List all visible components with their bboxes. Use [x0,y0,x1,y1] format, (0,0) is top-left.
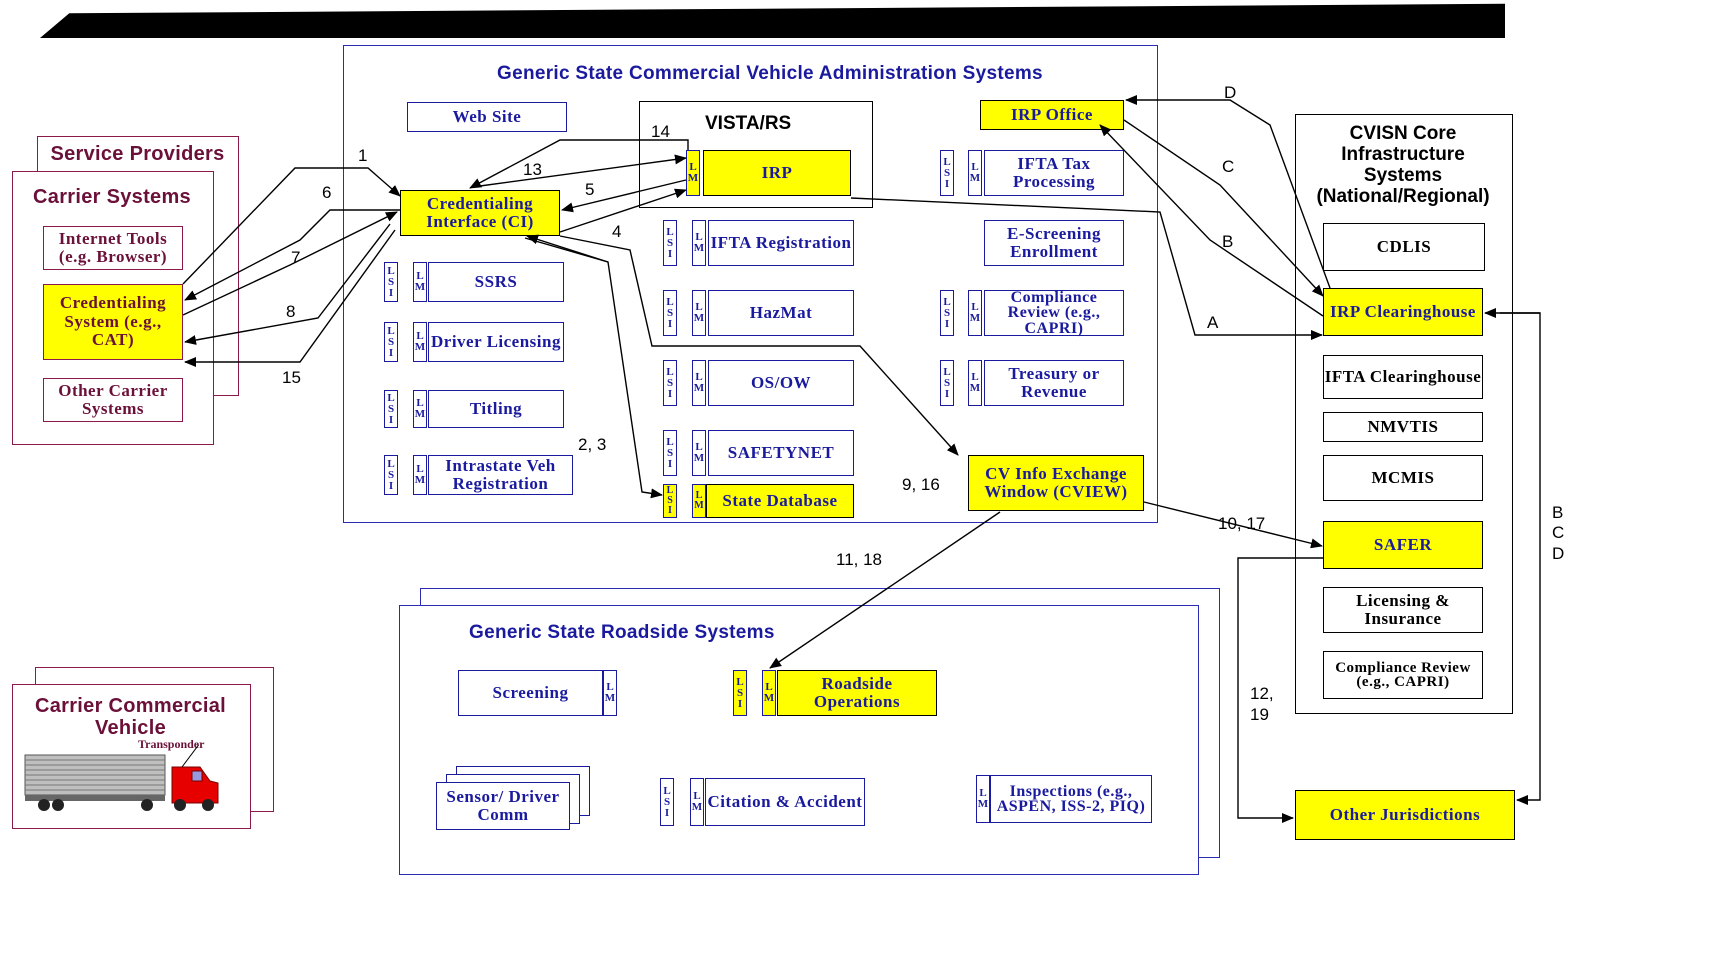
flow-7 [183,212,397,315]
flow-bcd-down [1500,313,1540,800]
flow-label-D: D [1224,83,1236,103]
flow-8 [185,224,390,342]
flow-5 [562,180,686,210]
flow-label-B: B [1222,232,1233,252]
flow-label-5: 5 [585,180,594,200]
flow-2-3 [525,238,662,495]
flow-label-4: 4 [612,222,621,242]
flow-label-11-18: 11, 18 [836,550,882,570]
flow-label-12-19: 12, 19 [1250,683,1274,726]
flow-C [1124,120,1323,296]
flow-ci-irp [560,190,686,232]
flow-2-3-back [527,236,608,262]
flow-label-9-16: 9, 16 [902,475,940,495]
flow-label-6: 6 [322,183,331,203]
flow-14 [470,140,688,188]
flow-13 [480,158,686,186]
flow-label-1: 1 [358,146,367,166]
flow-label-14: 14 [651,122,670,142]
flow-label-10-17: 10, 17 [1218,514,1265,534]
flow-11-18 [770,512,1000,668]
flow-label-C: C [1222,157,1234,177]
flow-label-A: A [1207,313,1218,333]
flow-label-7: 7 [291,248,300,268]
flow-label-2-3: 2, 3 [578,435,606,455]
flow-label-13: 13 [523,160,542,180]
flow-B [1100,125,1323,316]
flow-label-15: 15 [282,368,301,388]
flow-label-BCD: B C D [1552,503,1564,564]
flow-label-8: 8 [286,302,295,322]
